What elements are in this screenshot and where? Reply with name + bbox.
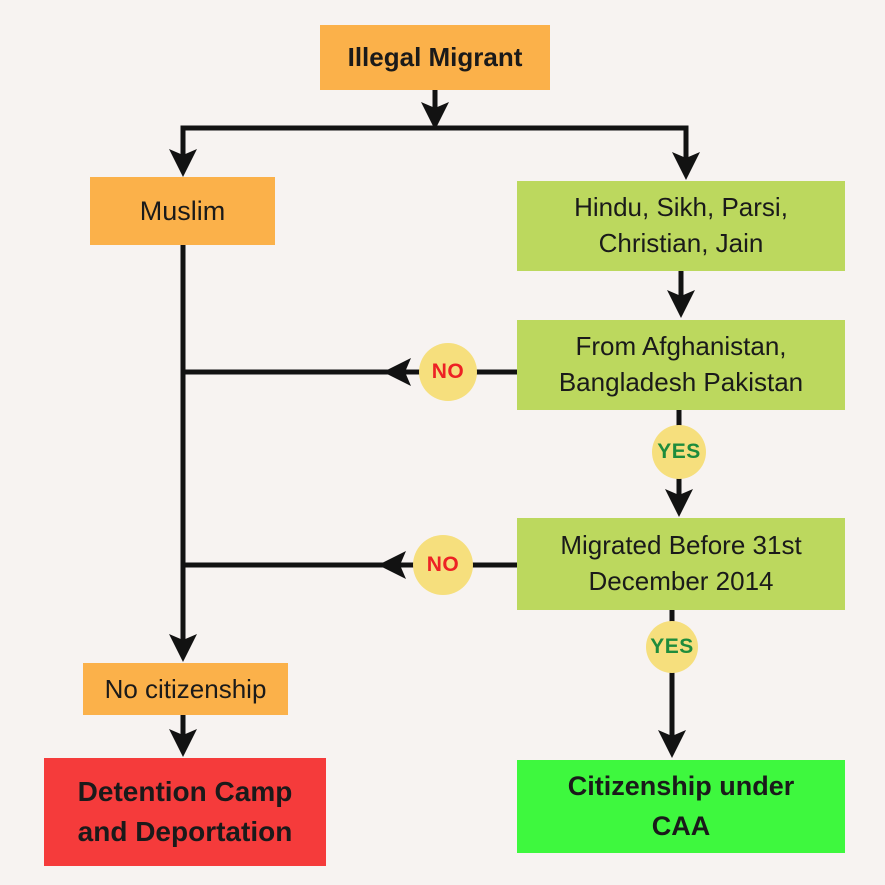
node-from-countries: From Afghanistan, Bangladesh Pakistan <box>517 320 845 410</box>
node-non-muslim-religions: Hindu, Sikh, Parsi, Christian, Jain <box>517 181 845 271</box>
node-migrated-before: Migrated Before 31st December 2014 <box>517 518 845 610</box>
node-citizenship-caa: Citizenship under CAA <box>517 760 845 853</box>
decision-badge-yes-2: YES <box>646 621 698 673</box>
arrow-split-to-religions <box>672 125 700 180</box>
arrow-muslim-to-no-citizenship <box>169 245 197 662</box>
node-no-citizenship: No citizenship <box>83 663 288 715</box>
decision-badge-yes-1: YES <box>652 425 706 479</box>
node-illegal-migrant: Illegal Migrant <box>320 25 550 90</box>
node-muslim: Muslim <box>90 177 275 245</box>
decision-badge-no-1: NO <box>419 343 477 401</box>
arrow-religions-to-countries <box>667 271 695 318</box>
arrow-no-citizenship-to-detention <box>169 715 197 757</box>
arrow-illegal-to-split <box>421 90 449 130</box>
node-detention-camp: Detention Camp and Deportation <box>44 758 326 866</box>
decision-badge-no-2: NO <box>413 535 473 595</box>
arrow-split-to-muslim <box>169 125 197 177</box>
